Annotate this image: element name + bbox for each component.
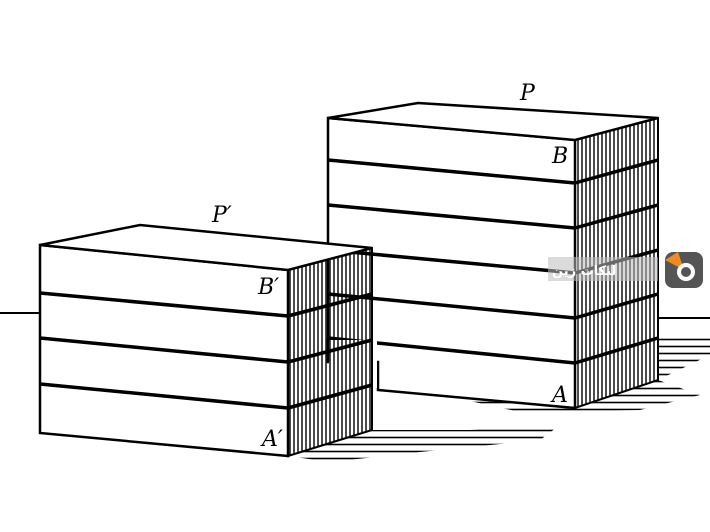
label-a-prime: A′ [260, 427, 283, 452]
watermark: لنكات زين [548, 252, 703, 288]
label-a: A [550, 383, 568, 408]
label-p-prime: P′ [211, 203, 232, 228]
right-stack [326, 101, 659, 410]
camera-logo-icon [665, 252, 703, 288]
label-p: P [519, 81, 536, 106]
left-stack-top-face [39, 223, 373, 272]
right-stack-top-face [327, 101, 659, 142]
label-b-prime: B′ [257, 275, 279, 300]
left-stack [38, 223, 373, 458]
left-stack-shadow [288, 425, 560, 462]
left-stack-layer-lines [39, 291, 373, 410]
label-b: B [551, 144, 568, 169]
watermark-text: لنكات زين [552, 264, 616, 279]
